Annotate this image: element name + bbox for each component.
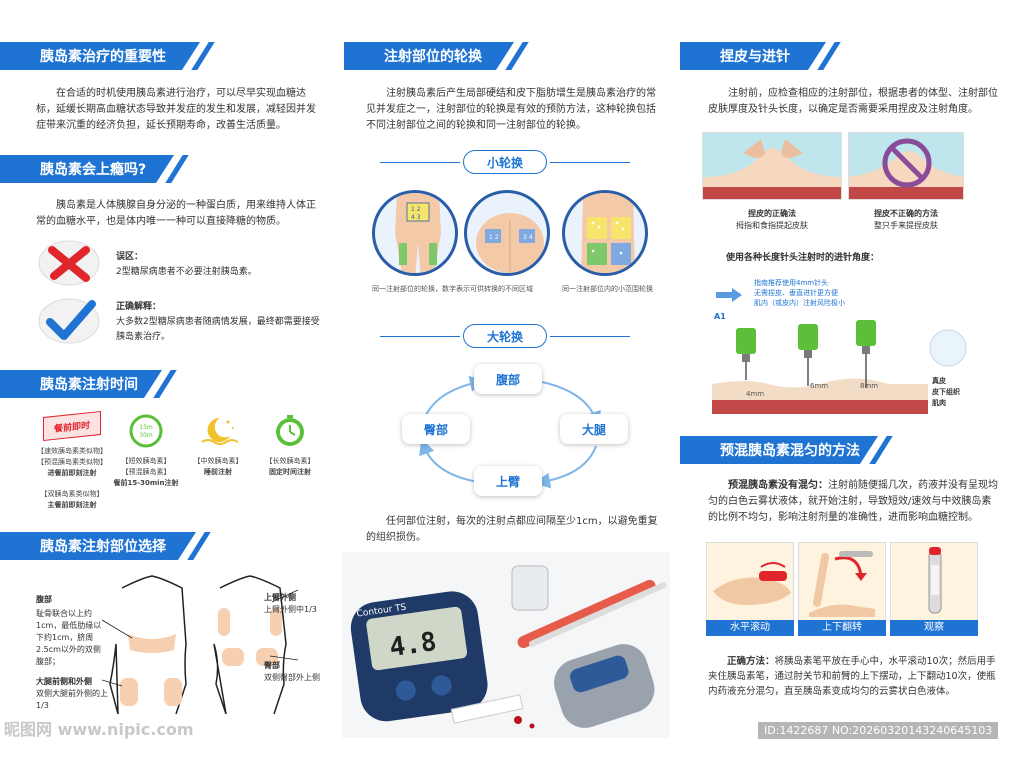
timing-intermediate: 【中效胰岛素】 睡前注射	[180, 414, 256, 478]
svg-text:15m: 15m	[139, 424, 153, 431]
thigh-site-left	[120, 678, 138, 706]
rotation-caption-right: 同一注射部位内的小范围轮换	[562, 285, 653, 293]
section-title: 胰岛素会上瘾吗?	[40, 162, 147, 178]
needle-legend: 指南推荐使用4mm针头 无需捏皮、垂直进针更方便 肌内（或皮内）注射风险极小	[754, 279, 845, 307]
needle-label-8mm: 8mm	[860, 382, 879, 390]
hip-site-left	[222, 648, 244, 666]
section-header-addiction: 胰岛素会上瘾吗?	[0, 155, 189, 183]
section-header-mixing: 预混胰岛素混匀的方法	[680, 436, 893, 464]
correct-pinch-image	[702, 132, 842, 200]
timing-long: 【长效胰岛素】 固定时间注射	[252, 414, 328, 478]
hip-site-right	[256, 648, 278, 666]
small-area-rotation-image	[562, 190, 648, 276]
correct-pinch-caption: 捏皮的正确法 拇指和食指提起皮肤	[736, 209, 808, 230]
section-title: 胰岛素注射部位选择	[40, 539, 166, 555]
needle-tag: A1	[714, 312, 726, 321]
myth-block: 误区： 2型糖尿病患者不必要注射胰岛素。	[116, 252, 257, 277]
importance-text: 在合适的时机使用胰岛素进行治疗，可以尽早实现血糖达标，延缓长期高血糖状态导致并发…	[36, 88, 316, 131]
addiction-text: 胰岛素是人体胰腺自身分泌的一种蛋白质，用来维持人体正常的血糖水平，也是体内唯一一…	[36, 200, 316, 227]
needle-8mm	[856, 320, 876, 388]
svg-text:1 2: 1 2	[411, 206, 421, 213]
step-roll-label: 水平滚动	[706, 620, 794, 636]
needle-4mm	[736, 328, 756, 380]
mixing-problem: 预混胰岛素没有混匀：注射前随便摇几次，药液并没有呈现均匀的白色云雾状液体，就开始…	[708, 480, 998, 523]
abdomen-label: 腹部 耻骨联合以上约1cm，最低肋缘以下约1cm，脐周2.5cm以外的双侧腹部；	[36, 595, 102, 666]
needle-label-6mm: 6mm	[810, 382, 829, 390]
section-title: 胰岛素注射时间	[40, 377, 138, 393]
abdomen-site	[128, 634, 176, 653]
section-header-timing: 胰岛素注射时间	[0, 370, 177, 398]
hip-label: 臀部 双侧臀部外上侧	[264, 661, 320, 682]
wrong-pinch-image	[848, 132, 964, 200]
section-header-importance: 胰岛素治疗的重要性	[0, 42, 215, 70]
abdomen-thigh-rotation-image: 1 2 4 3	[372, 190, 458, 276]
big-rotation-pill: 大轮换	[463, 324, 547, 348]
needle-angle-title: 使用各种长度针头注射时的进针角度：	[726, 253, 880, 263]
svg-text:4 3: 4 3	[411, 214, 421, 221]
glucose-meter-photo: Contour TS 4.8	[342, 552, 670, 738]
svg-text:30m: 30m	[139, 432, 153, 439]
rotation-caption-left: 同一注射部位的轮换，数字表示可供转换的不同区域	[372, 285, 533, 293]
small-rotation-pill: 小轮换	[463, 150, 547, 174]
watermark-right: ID:1422687 NO:20260320143240645103	[758, 722, 999, 739]
node-thigh: 大腿	[560, 414, 628, 444]
arm-site-left	[218, 608, 230, 636]
correct-check-icon	[38, 298, 100, 344]
svg-text:3 4: 3 4	[523, 234, 533, 241]
column-2: 注射部位的轮换 注射胰岛素后产生局部硬结和皮下脂肪增生是胰岛素治疗的常见并发症之…	[340, 0, 670, 760]
svg-text:1 2: 1 2	[489, 234, 499, 241]
section-header-sites: 胰岛素注射部位选择	[0, 532, 211, 560]
meter-reading: 4.8	[388, 627, 439, 663]
section-title: 预混胰岛素混匀的方法	[720, 443, 860, 459]
column-3: 捏皮与进针 注射前，应检查相应的注射部位，根据患者的体型、注射部位皮肤厚度及针头…	[680, 0, 1024, 760]
correct-block: 正确解释： 大多数2型糖尿病患者随病情发展，最终都需要接受胰岛素治疗。	[116, 302, 320, 342]
column-1: 胰岛素治疗的重要性 在合适的时机使用胰岛素进行治疗，可以尽早实现血糖达标，延缓长…	[0, 0, 336, 760]
skin-layer-labels: 真皮 皮下组织 肌肉	[932, 377, 960, 407]
watermark-left: 昵图网 www.nipic.com	[4, 720, 194, 739]
node-upper-arm: 上臂	[474, 466, 542, 496]
rotation-text: 注射胰岛素后产生局部硬结和皮下脂肪增生是胰岛素治疗的常见并发症之一，注射部位的轮…	[366, 88, 656, 131]
node-abdomen: 腹部	[474, 364, 542, 394]
before-meal-badge: 餐前即时	[43, 410, 101, 442]
section-title: 胰岛素治疗的重要性	[40, 49, 166, 65]
thigh-label: 大腿前侧和外侧 双侧大腿前外侧的上1/3	[36, 677, 108, 710]
wrong-x-icon	[38, 240, 100, 286]
body-site-diagram	[102, 575, 299, 714]
clock-icon: 15m 30m	[129, 414, 163, 448]
section-header-rotation: 注射部位的轮换	[344, 42, 529, 70]
hip-rotation-image: 1 2 3 4	[464, 190, 550, 276]
mixing-correct: 正确方法：将胰岛素笔平放在手心中，水平滚动10次；然后用手夹住胰岛素笔，通过肘关…	[708, 656, 996, 697]
needle-length-diagram	[712, 320, 967, 414]
arrow-right-icon	[716, 288, 742, 302]
timing-short: 15m 30m 【短效胰岛素】 【预混胰岛素】 餐前15-30min注射	[108, 414, 184, 489]
timing-rapid: 餐前即时 【速效胰岛素类似物】 【预混胰岛素类似物】 进餐前即刻注射 【双胰岛素…	[34, 410, 110, 511]
step-observe-label: 观察	[890, 620, 978, 636]
arm-site-right	[270, 608, 282, 636]
needle-6mm	[798, 324, 818, 386]
section-title: 捏皮与进针	[720, 49, 790, 65]
arm-label: 上臂外侧 上臂外侧中1/3	[264, 593, 317, 614]
stopwatch-icon	[276, 415, 304, 446]
pinch-text: 注射前，应检查相应的注射部位，根据患者的体型、注射部位皮肤厚度及针头长度，以确定…	[708, 88, 998, 115]
node-hip: 臀部	[402, 414, 470, 444]
section-header-pinch: 捏皮与进针	[680, 42, 841, 70]
moon-icon	[201, 417, 239, 445]
thigh-site-right	[164, 678, 182, 706]
spacing-note: 任何部位注射，每次的注射点都应间隔至少1cm，以避免重复的组织损伤。	[366, 516, 658, 543]
needle-label-4mm: 4mm	[746, 390, 765, 398]
section-title: 注射部位的轮换	[384, 49, 482, 65]
wrong-pinch-caption: 捏皮不正确的方法 整只手来提捏皮肤	[874, 209, 938, 230]
step-flip-label: 上下翻转	[798, 620, 886, 636]
